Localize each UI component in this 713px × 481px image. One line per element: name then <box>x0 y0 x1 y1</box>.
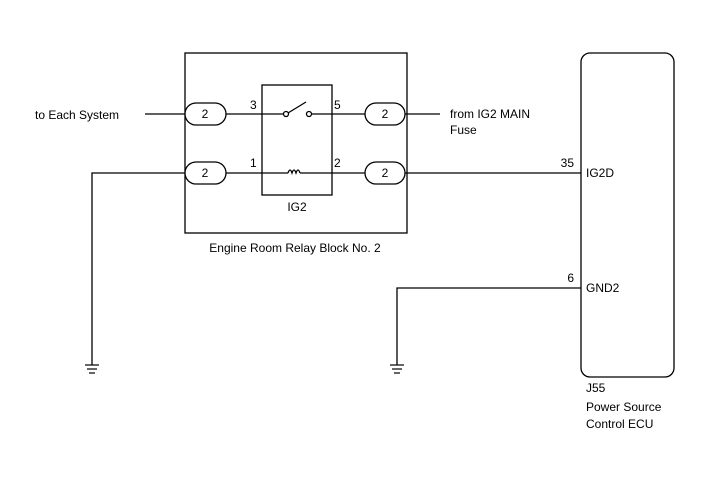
relay-block-label: Engine Room Relay Block No. 2 <box>209 241 381 255</box>
from-ig2-main-label-2: Fuse <box>450 123 477 137</box>
relay-ig2-outline <box>261 84 333 196</box>
connector-right-bottom-label: 2 <box>382 166 389 180</box>
relay-pin-1: 1 <box>250 156 257 170</box>
connector-left-bottom <box>184 161 227 185</box>
switch-contact-right <box>305 110 313 118</box>
ecu-ig2d-name: IG2D <box>586 166 614 180</box>
relay-name-label: IG2 <box>287 200 307 214</box>
ecu-gnd2-name: GND2 <box>586 281 620 295</box>
to-each-system-label: to Each System <box>35 108 119 122</box>
ecu-name-label-2: Control ECU <box>586 417 653 431</box>
switch-contact-left <box>282 110 290 118</box>
from-ig2-main-label-1: from IG2 MAIN <box>450 107 530 121</box>
switch-blade <box>287 101 307 114</box>
ground-icon <box>85 364 99 374</box>
relay-pin-2: 2 <box>334 156 341 170</box>
ecu-outline <box>580 52 675 378</box>
relay-pin-3: 3 <box>250 98 257 112</box>
wire-ground-left <box>91 172 185 365</box>
connector-right-top <box>364 102 406 126</box>
ecu-name-label-1: Power Source <box>586 400 662 414</box>
ground-icon <box>390 364 404 374</box>
connector-right-top-label: 2 <box>382 107 389 121</box>
relay-coil-icon <box>287 169 301 176</box>
connector-right-bottom <box>364 161 406 185</box>
relay-pin-5: 5 <box>334 98 341 112</box>
connector-left-top <box>184 102 227 126</box>
wire-ground-ecu <box>396 287 581 365</box>
ecu-gnd2-pin: 6 <box>567 271 574 285</box>
ecu-ig2d-pin: 35 <box>561 156 575 170</box>
ecu-code-label: J55 <box>586 381 606 395</box>
relay-block-outline <box>184 52 408 234</box>
connector-left-bottom-label: 2 <box>202 166 209 180</box>
connector-left-top-label: 2 <box>202 107 209 121</box>
